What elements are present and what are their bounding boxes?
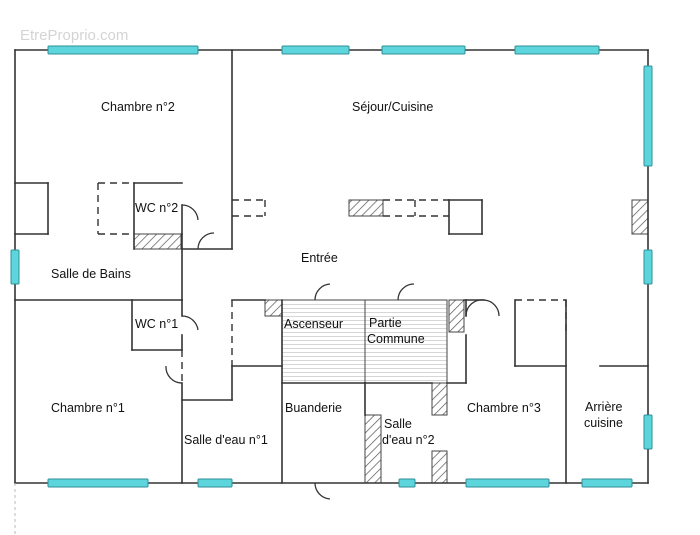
label-salle-eau-2-line2: d'eau n°2 <box>382 433 435 447</box>
label-salle-eau-2-line1: Salle <box>384 417 412 431</box>
label-partie-commune-line1: Partie <box>369 316 402 330</box>
dashed-partitions <box>97 182 567 383</box>
label-ascenseur: Ascenseur <box>284 317 343 331</box>
watermark: EtreProprio.com <box>20 27 128 44</box>
label-chambre-2: Chambre n°2 <box>101 100 175 114</box>
label-chambre-3: Chambre n°3 <box>467 401 541 415</box>
label-wc-1: WC n°1 <box>135 317 178 331</box>
windows <box>10 45 653 488</box>
label-arriere-cuisine-line2: cuisine <box>584 416 623 430</box>
label-wc-2: WC n°2 <box>135 201 178 215</box>
label-salle-de-bains: Salle de Bains <box>51 267 131 281</box>
elevator-shaft <box>281 299 366 384</box>
label-buanderie: Buanderie <box>285 401 342 415</box>
label-sejour-cuisine: Séjour/Cuisine <box>352 100 433 114</box>
label-arriere-cuisine-line1: Arrière <box>585 400 623 414</box>
common-area <box>364 299 448 384</box>
room-labels: Chambre n°2 Séjour/Cuisine WC n°2 Entrée… <box>51 100 623 447</box>
doors <box>165 204 500 500</box>
label-entree: Entrée <box>301 251 338 265</box>
label-partie-commune-line2: Commune <box>367 332 425 346</box>
label-salle-eau-1: Salle d'eau n°1 <box>184 433 268 447</box>
label-chambre-1: Chambre n°1 <box>51 401 125 415</box>
